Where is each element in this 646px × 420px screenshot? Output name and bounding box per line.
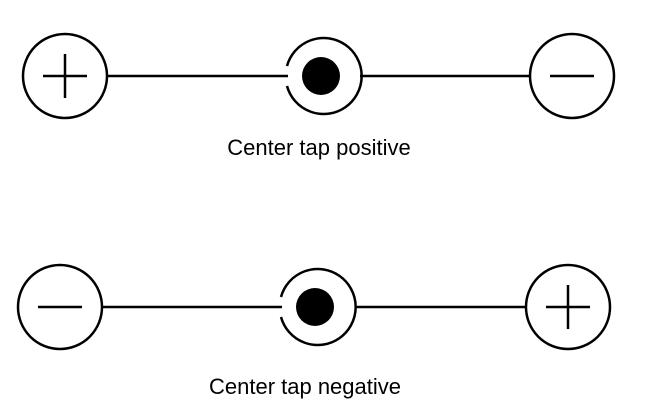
polarity-diagram-negative: Center tap negative	[16, 263, 612, 399]
polarity-diagram-positive: Center tap positive	[21, 32, 616, 160]
minus-icon	[528, 32, 616, 120]
caption-center-tap-positive: Center tap positive	[227, 135, 410, 160]
barrel-jack-icon	[279, 267, 357, 347]
minus-icon	[16, 263, 104, 351]
caption-center-tap-negative: Center tap negative	[209, 374, 401, 399]
plus-icon	[21, 32, 109, 120]
plus-icon	[524, 263, 612, 351]
barrel-jack-icon	[285, 36, 363, 116]
